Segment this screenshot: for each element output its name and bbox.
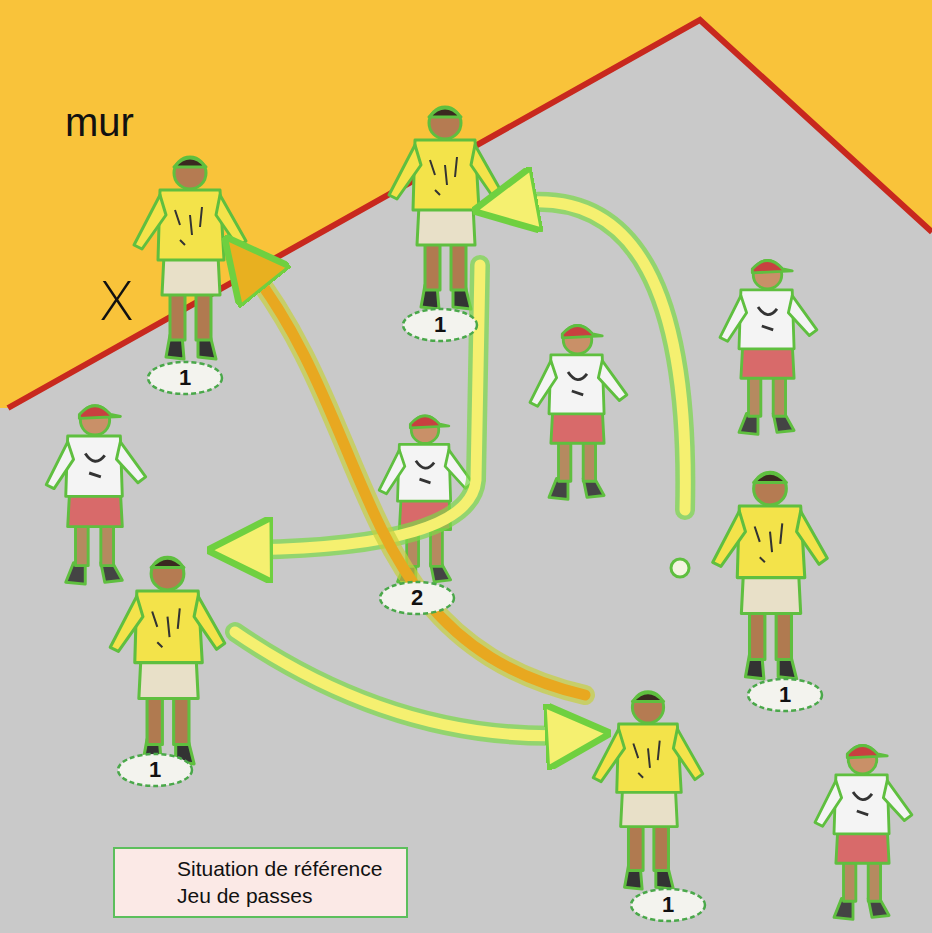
player-number-oval: 2 — [378, 580, 456, 616]
callout-number: 2 — [411, 587, 423, 609]
player-number-oval: 1 — [629, 887, 707, 923]
player-number-oval: 1 — [401, 307, 479, 343]
player-figures — [46, 107, 912, 919]
mark-label: X — [98, 270, 135, 333]
player-number-oval: 1 — [746, 677, 824, 713]
player-number-oval: 1 — [146, 360, 224, 396]
callout-number: 1 — [434, 314, 446, 336]
pass-arrows — [235, 202, 685, 736]
player-number-oval: 1 — [116, 752, 194, 788]
callout-number: 1 — [662, 894, 674, 916]
wall-label: mur — [65, 100, 134, 145]
caption-text: Jeu de passes — [177, 882, 396, 909]
callout-number: 1 — [149, 759, 161, 781]
callout-number: 1 — [779, 684, 791, 706]
callout-number: 1 — [179, 367, 191, 389]
caption-text: Situation de référence — [177, 855, 396, 882]
caption-box: Situation de référenceJeu de passes — [113, 847, 408, 918]
